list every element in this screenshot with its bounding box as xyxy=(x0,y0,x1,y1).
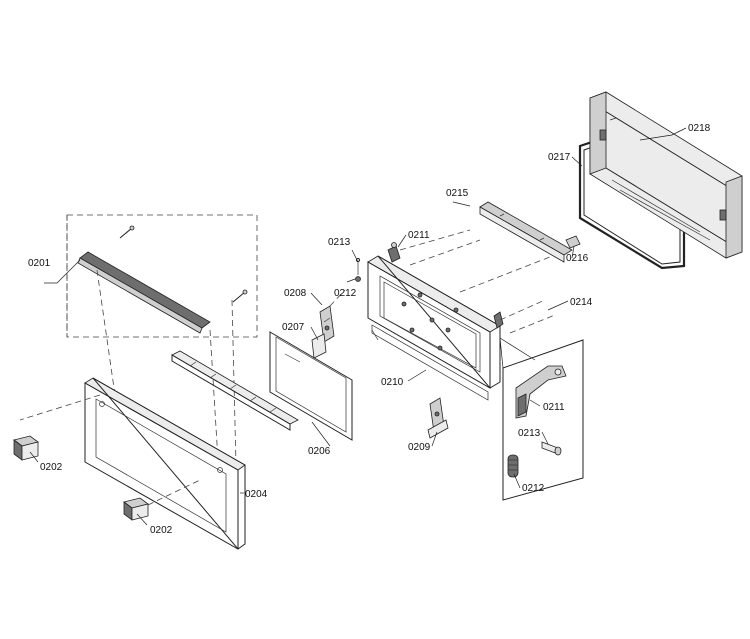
label-0201: 0201 xyxy=(28,258,51,269)
label-0212-top: 0212 xyxy=(334,288,357,299)
label-0211-top: 0211 xyxy=(408,230,430,241)
label-0207: 0207 xyxy=(282,322,305,333)
part-labels: 0201 0202 0202 0204 0206 0207 0208 0209 … xyxy=(28,123,711,536)
bracket-0208 xyxy=(319,289,346,343)
label-0213-detail: 0213 xyxy=(518,428,541,439)
label-0204: 0204 xyxy=(245,489,268,500)
back-frame xyxy=(589,91,743,259)
inner-door-frame xyxy=(367,255,501,401)
leader-lines xyxy=(29,127,687,526)
handle-assembly-group xyxy=(66,214,258,466)
bracket-0209 xyxy=(427,397,449,439)
label-0202-right: 0202 xyxy=(150,525,173,536)
hinge-top xyxy=(387,242,401,263)
label-0215: 0215 xyxy=(446,188,469,199)
label-0213-top: 0213 xyxy=(328,237,351,248)
label-0218: 0218 xyxy=(688,123,711,134)
label-0214: 0214 xyxy=(570,297,593,308)
label-0209: 0209 xyxy=(408,442,431,453)
label-0206: 0206 xyxy=(308,446,331,457)
bracket-0207 xyxy=(311,333,327,359)
glass-pane xyxy=(269,331,353,441)
bumper-block-right xyxy=(123,479,201,521)
label-0208: 0208 xyxy=(284,288,307,299)
hinge-bottom xyxy=(493,311,504,329)
label-0217: 0217 xyxy=(548,152,571,163)
label-0210: 0210 xyxy=(381,377,404,388)
top-strip xyxy=(479,201,573,263)
label-0211-detail: 0211 xyxy=(543,402,565,413)
vent-strip xyxy=(171,350,299,431)
label-0202-left: 0202 xyxy=(40,462,63,473)
label-0212-detail: 0212 xyxy=(522,483,545,494)
hinge-detail-box xyxy=(499,337,584,501)
outer-door-panel xyxy=(19,377,246,550)
end-cap xyxy=(565,235,581,249)
label-0216: 0216 xyxy=(566,253,589,264)
assembly-guides-upper xyxy=(399,229,556,334)
bumper-block-left xyxy=(13,435,39,461)
